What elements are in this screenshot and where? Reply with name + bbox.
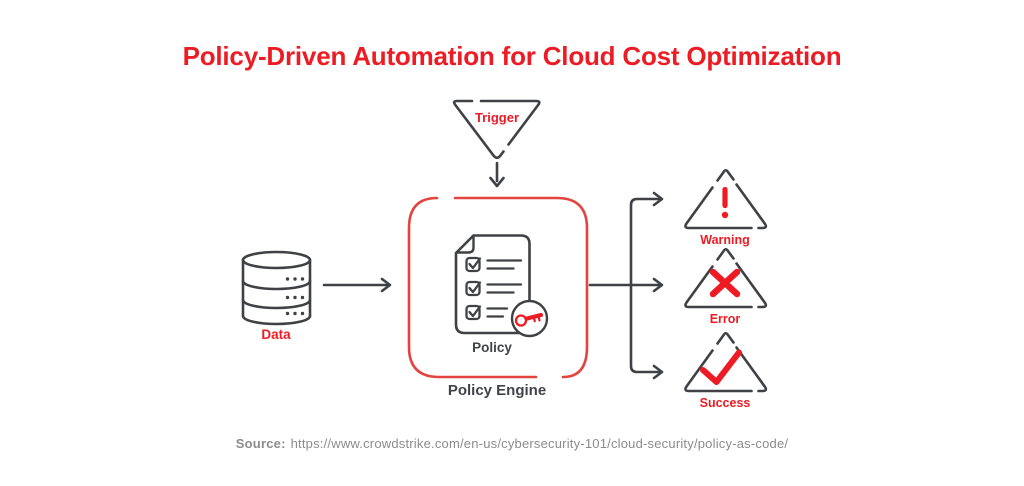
key-icon [510, 299, 549, 338]
policy-engine-box [407, 196, 589, 379]
data-label: Data [261, 327, 291, 342]
data-right-arrow-icon [322, 277, 392, 293]
success-label: Success [699, 396, 751, 410]
source-url: https://www.crowdstrike.com/en-us/cybers… [290, 436, 789, 451]
database-icon [241, 250, 312, 326]
policy-label: Policy [472, 340, 512, 355]
page-title: Policy-Driven Automation for Cloud Cost … [182, 41, 842, 71]
check-mark-icon [700, 349, 742, 385]
trigger-label: Trigger [474, 110, 520, 125]
error-label: Error [709, 312, 741, 326]
source-prefix: Source: [235, 436, 286, 451]
policy-engine-label: Policy Engine [447, 382, 547, 399]
warning-label: Warning [700, 233, 750, 247]
checklist-document-icon [454, 234, 531, 335]
trigger-funnel-icon [452, 99, 541, 160]
source-line: Source: https://www.crowdstrike.com/en-us… [0, 436, 1024, 452]
success-triangle-icon [684, 331, 768, 393]
trigger-down-arrow-icon [489, 161, 505, 188]
error-triangle-icon [684, 247, 768, 309]
warning-triangle-icon [684, 168, 768, 230]
cross-mark-icon [709, 268, 741, 298]
branch-connector-icon [588, 191, 664, 380]
exclamation-mark-icon [721, 186, 729, 219]
